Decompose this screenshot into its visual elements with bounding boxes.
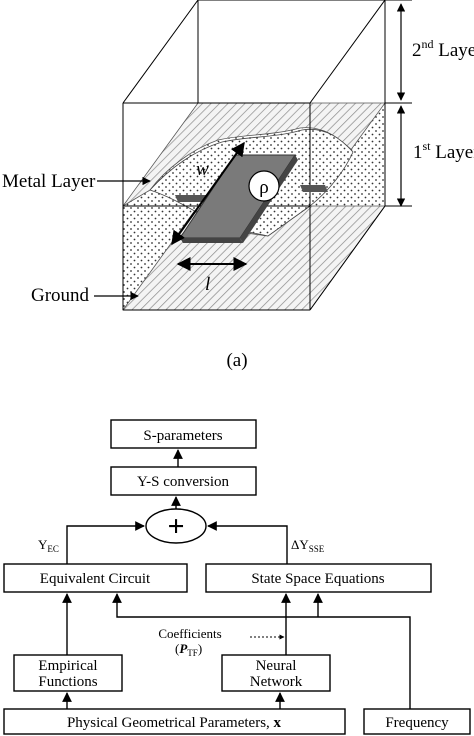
s-parameters-box bbox=[110, 419, 257, 449]
equivalent-circuit-box bbox=[3, 563, 188, 593]
state-space-text: State Space Equations bbox=[251, 571, 384, 587]
p-tf-label: (PTF) bbox=[175, 641, 202, 658]
s-parameters-text: S-parameters bbox=[143, 428, 222, 444]
arrow-freq-to-eqc bbox=[112, 593, 411, 709]
w-dimension-arrow bbox=[171, 141, 245, 246]
first-layer-label: 1st Layer bbox=[413, 139, 474, 163]
empirical-line1: Empirical bbox=[38, 658, 97, 674]
arrow-sse-to-sum bbox=[207, 521, 288, 564]
metal-layer-label: Metal Layer bbox=[2, 171, 96, 192]
caption-a: (a) bbox=[226, 350, 247, 371]
l-label: l bbox=[205, 274, 210, 295]
y-ec-label: YEC bbox=[38, 537, 59, 554]
neural-line1: Neural bbox=[256, 658, 297, 674]
figure-b-block-diagram bbox=[3, 419, 471, 735]
equivalent-circuit-text: Equivalent Circuit bbox=[40, 571, 151, 587]
empirical-functions-box bbox=[13, 654, 123, 692]
neural-network-box bbox=[221, 654, 331, 692]
arrow-eqc-to-sum bbox=[66, 521, 145, 564]
physical-params-box bbox=[3, 708, 346, 735]
coefficients-label: Coefficients bbox=[158, 626, 221, 641]
y-s-conversion-box bbox=[110, 466, 257, 496]
rho-circle bbox=[248, 170, 280, 202]
rho-label: ρ bbox=[259, 177, 268, 198]
w-label: w bbox=[196, 159, 209, 180]
figure-a-3d-structure: ρ w l Metal Layer Ground 2nd Layer 1st L… bbox=[2, 0, 474, 371]
y-s-conversion-text: Y-S conversion bbox=[137, 474, 230, 490]
figure-b-labels: S-parameters Y-S conversion + YEC ΔYSSE … bbox=[38, 428, 449, 731]
frequency-box bbox=[363, 708, 471, 735]
summing-symbol: + bbox=[167, 510, 184, 543]
frequency-text: Frequency bbox=[385, 715, 449, 731]
empirical-line2: Functions bbox=[38, 674, 97, 690]
delta-y-sse-label: ΔYSSE bbox=[291, 537, 325, 554]
ground-label: Ground bbox=[31, 285, 90, 306]
second-layer-label: 2nd Layer bbox=[412, 37, 474, 61]
state-space-box bbox=[205, 563, 432, 593]
neural-line2: Network bbox=[250, 674, 303, 690]
physical-params-text: Physical Geometrical Parameters, x bbox=[67, 715, 282, 731]
